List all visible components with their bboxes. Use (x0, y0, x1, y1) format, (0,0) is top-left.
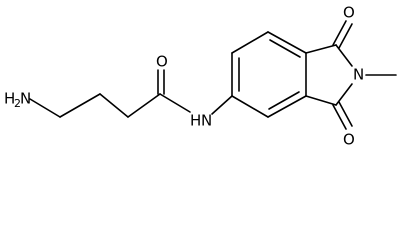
amine-n-label: N (20, 90, 31, 108)
bond-ring-c-top (305, 44, 337, 54)
bond-ctop-o-2 (338, 23, 353, 49)
amine-h-count: 2 (14, 97, 21, 110)
bond-ring-inner-3 (268, 91, 300, 110)
bond-ring-c-bottom (305, 95, 337, 106)
bond-ring-3 (267, 31, 307, 54)
bond-c1-c2 (59, 93, 101, 118)
amide-n-label: N (201, 112, 212, 130)
amide-h-label: H (190, 112, 201, 130)
imide-n-label: N (353, 66, 364, 84)
bond-c3-carbonyl (127, 93, 161, 118)
amide-o-label: O (156, 53, 168, 71)
bond-amine-c1 (29, 98, 61, 118)
molecule-drawing: H 2 N O H N O N O (4, 4, 397, 149)
bond-ring-6 (231, 95, 269, 118)
imide-o-bottom-label: O (343, 131, 355, 149)
bond-carbonyl-nh (159, 93, 191, 113)
imide-o-top-label: O (343, 4, 355, 22)
bond-nh-ring (211, 95, 233, 115)
bond-ring-2 (231, 31, 269, 54)
bond-ring-inner-2 (269, 39, 301, 58)
amine-h-label: H (4, 90, 15, 108)
structure-diagram: H 2 N O H N O N O (4, 4, 397, 149)
bond-ring-5 (267, 95, 307, 118)
bond-c2-c3 (99, 93, 129, 118)
bond-cbottom-o-2 (338, 101, 353, 127)
bond-ctop-o-1 (332, 20, 347, 46)
bond-cbottom-o-1 (332, 104, 347, 130)
